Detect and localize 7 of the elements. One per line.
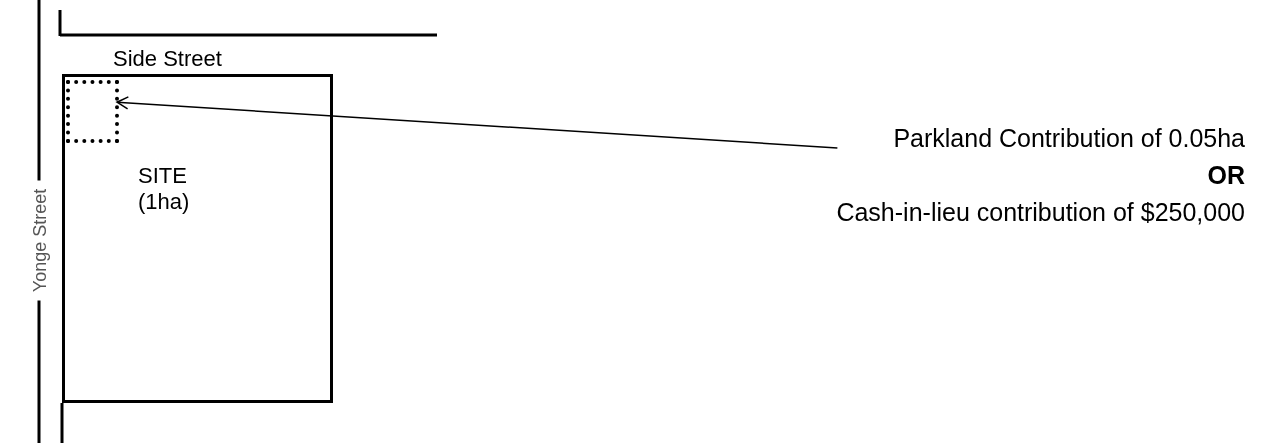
leader-arrow [116,96,839,149]
site-label: SITE (1ha) [138,163,191,215]
contribution-text: Parkland Contribution of 0.05ha [892,123,1245,154]
site-boundary-box [62,74,333,403]
parkland-area-box [66,80,119,143]
contribution-text: Cash-in-lieu contribution of $250,000 [836,197,1245,228]
option-separator: OR [1206,160,1245,191]
